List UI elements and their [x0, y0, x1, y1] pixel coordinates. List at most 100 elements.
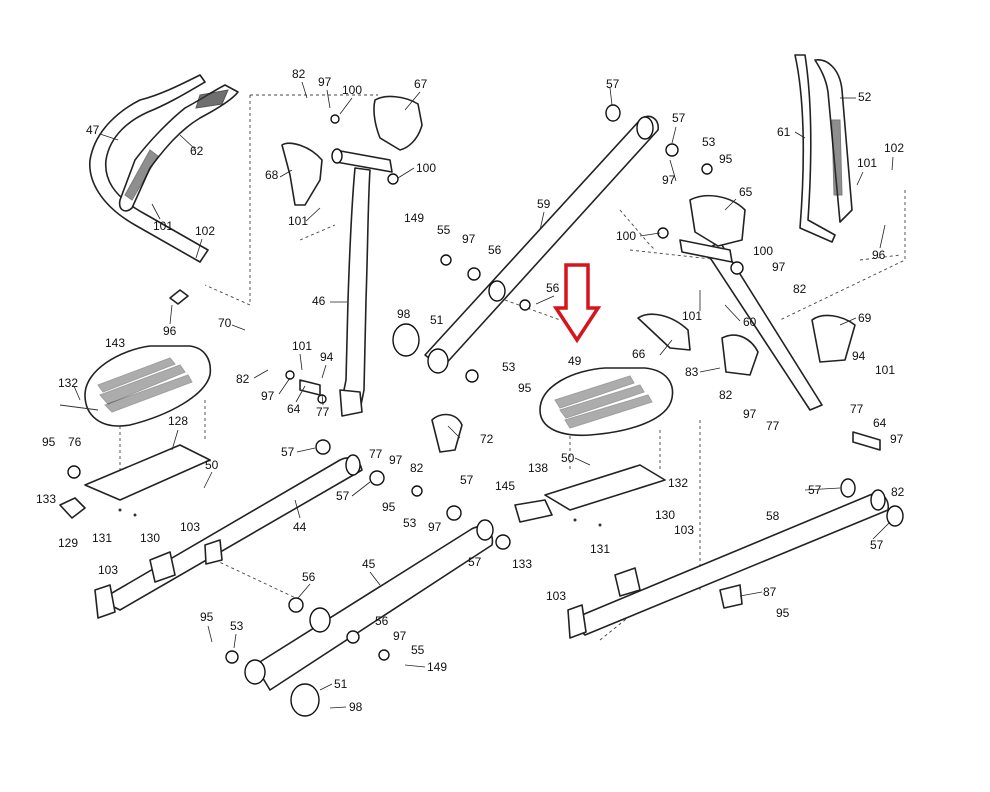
part-label: 55	[411, 643, 425, 657]
part-label: 82	[236, 372, 250, 386]
part-label: 94	[320, 350, 334, 364]
part-label: 145	[495, 479, 515, 493]
part-label: 129	[58, 536, 78, 550]
left-upper-arm	[281, 95, 423, 417]
part-label: 57	[672, 111, 686, 125]
part-label: 50	[561, 451, 575, 465]
part-label: 77	[766, 419, 780, 433]
part-label: 83	[685, 365, 699, 379]
part-label: 57	[870, 538, 884, 552]
part-label: 56	[302, 570, 316, 584]
part-label: 66	[632, 347, 646, 361]
left-pedal	[59, 345, 212, 519]
part-label: 95	[719, 152, 733, 166]
part-label: 53	[702, 135, 716, 149]
part-label: 82	[719, 388, 733, 402]
part-label: 57	[808, 483, 822, 497]
part-label: 57	[468, 555, 482, 569]
part-label: 101	[153, 219, 173, 233]
part-label: 133	[36, 492, 56, 506]
part-label: 97	[428, 520, 442, 534]
part-label: 97	[261, 389, 275, 403]
hardware	[67, 143, 881, 664]
part-label: 97	[662, 173, 676, 187]
part-label: 61	[777, 125, 791, 139]
part-label: 100	[342, 83, 362, 97]
part-label: 97	[743, 407, 757, 421]
part-label: 53	[230, 619, 244, 633]
right-upper-arm	[637, 54, 904, 527]
part-label: 82	[793, 282, 807, 296]
part-label: 103	[98, 563, 118, 577]
part-label: 82	[292, 67, 306, 81]
part-label: 60	[743, 315, 757, 329]
part-label: 130	[655, 508, 675, 522]
part-label: 128	[168, 414, 188, 428]
part-label: 98	[349, 700, 363, 714]
part-label: 72	[480, 432, 494, 446]
part-label: 82	[410, 461, 424, 475]
part-label: 53	[403, 516, 417, 530]
part-label: 52	[858, 90, 872, 104]
part-label: 103	[674, 523, 694, 537]
part-label: 95	[776, 606, 790, 620]
part-label: 57	[336, 489, 350, 503]
part-label: 132	[58, 376, 78, 390]
part-label: 97	[393, 629, 407, 643]
part-label: 77	[316, 405, 330, 419]
part-label: 56	[546, 281, 560, 295]
part-label: 100	[416, 161, 436, 175]
leader-lines	[73, 81, 894, 709]
part-label: 133	[512, 557, 532, 571]
part-label: 53	[502, 360, 516, 374]
part-label: 100	[616, 229, 636, 243]
part-label: 101	[288, 214, 308, 228]
part-label: 50	[205, 458, 219, 472]
part-label: 100	[753, 244, 773, 258]
right-pedal	[514, 367, 674, 523]
part-label: 97	[772, 260, 786, 274]
part-label: 64	[287, 402, 301, 416]
part-label: 69	[858, 311, 872, 325]
assembly-guides	[119, 94, 906, 641]
part-label: 67	[414, 77, 428, 91]
part-label: 149	[427, 660, 447, 674]
part-label: 96	[163, 324, 177, 338]
part-label: 70	[218, 316, 232, 330]
part-label: 64	[873, 416, 887, 430]
part-label: 130	[140, 531, 160, 545]
part-label: 58	[766, 509, 780, 523]
part-label: 95	[518, 381, 532, 395]
part-label: 97	[462, 232, 476, 246]
center-link-arm	[392, 104, 659, 374]
part-label: 103	[180, 520, 200, 534]
part-label: 149	[404, 211, 424, 225]
part-label: 57	[606, 77, 620, 91]
part-label: 101	[682, 309, 702, 323]
part-label: 94	[852, 349, 866, 363]
part-label: 97	[389, 453, 403, 467]
part-label: 47	[86, 123, 100, 137]
part-label: 56	[375, 614, 389, 628]
part-label: 103	[546, 589, 566, 603]
part-label: 138	[528, 461, 548, 475]
part-label: 51	[334, 677, 348, 691]
highlight-arrow	[552, 263, 602, 344]
part-label: 68	[265, 168, 279, 182]
part-label: 76	[68, 435, 82, 449]
part-label: 49	[568, 354, 582, 368]
left-handlebar	[89, 74, 239, 305]
left-lower-arm	[94, 454, 363, 619]
part-label: 95	[200, 610, 214, 624]
part-label: 101	[292, 339, 312, 353]
part-label: 101	[857, 156, 877, 170]
part-label: 96	[872, 248, 886, 262]
part-label: 87	[763, 585, 777, 599]
part-label: 57	[281, 445, 295, 459]
part-label: 46	[312, 294, 326, 308]
part-label: 65	[739, 185, 753, 199]
part-label: 82	[891, 485, 905, 499]
part-label: 44	[293, 520, 307, 534]
part-label: 95	[382, 500, 396, 514]
